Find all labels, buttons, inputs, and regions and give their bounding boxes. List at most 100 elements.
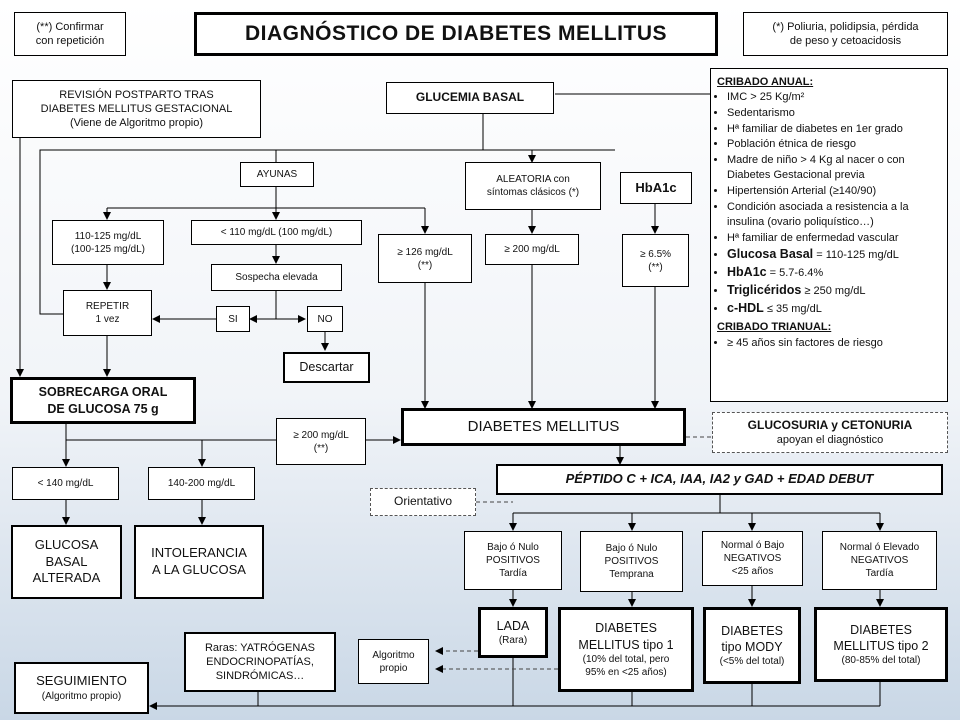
- lt-110-label: < 110 mg/dL (100 mg/dL): [220, 227, 333, 238]
- postpartum-box: REVISIÓN POSTPARTO TRAS DIABETES MELLITU…: [12, 80, 261, 138]
- seguimiento-box: SEGUIMIENTO (Algoritmo propio): [14, 662, 149, 714]
- cribado-strong-item: HbA1c = 5.7-6.4%: [727, 264, 941, 282]
- ge-200-box: ≥ 200 mg/dL: [485, 234, 579, 265]
- cribado-strong-value: ≥ 250 mg/dL: [804, 284, 866, 297]
- ayunas-box: AYUNAS: [240, 162, 314, 187]
- ge-200-label: ≥ 200 mg/dL: [504, 244, 560, 255]
- tipo2-line-2: MELLITUS tipo 2: [833, 639, 929, 653]
- note-sintomas-line-1: (*) Poliuria, polidipsia, pérdida: [772, 20, 919, 33]
- ge-200-conf-line-1: ≥ 200 mg/dL: [293, 429, 349, 441]
- note-sintomas-line-2: de peso y cetoacidosis: [789, 35, 902, 47]
- page-title: DIAGNÓSTICO DE DIABETES MELLITUS: [194, 12, 718, 56]
- cribado-item: ≥ 45 años sin factores de riesgo: [727, 336, 883, 352]
- no-label: NO: [317, 313, 333, 325]
- note-confirmar-line-1: (**) Confirmar: [36, 20, 104, 33]
- raras-box: Raras: YATRÓGENAS ENDOCRINOPATÍAS, SINDR…: [184, 632, 336, 692]
- diabetes-mellitus-label: DIABETES MELLITUS: [467, 418, 620, 436]
- note-confirmar-line-2: con repetición: [35, 35, 105, 47]
- si-box: SI: [216, 306, 250, 332]
- category-tipo2-line-1: Normal ó Elevado: [839, 542, 920, 553]
- peptido-label: PÉPTIDO C + ICA, IAA, IA2 y GAD + EDAD D…: [565, 471, 874, 487]
- repetir-box: REPETIR 1 vez: [63, 290, 152, 336]
- category-tipo1: Bajo ó Nulo POSITIVOS Temprana: [580, 531, 683, 592]
- lada-box: LADA (Rara): [478, 607, 548, 658]
- cribado-item: Condición asociada a resistencia a la in…: [727, 200, 941, 231]
- intolerancia-box: INTOLERANCIA A LA GLUCOSA: [134, 525, 264, 599]
- category-tipo2-line-2: NEGATIVOS: [850, 555, 909, 566]
- cribado-strong-item: c-HDL ≤ 35 mg/dL: [727, 300, 941, 318]
- glucosa-alterada-line-3: ALTERADA: [32, 570, 101, 586]
- glucemia-basal-label: GLUCEMIA BASAL: [415, 90, 525, 105]
- page-title-text: DIAGNÓSTICO DE DIABETES MELLITUS: [244, 22, 667, 46]
- repetir-line-2: 1 vez: [95, 314, 120, 325]
- category-mody-line-3: <25 años: [731, 566, 774, 577]
- category-lada: Bajo ó Nulo POSITIVOS Tardía: [464, 531, 562, 590]
- ge-200-conf-line-2: (**): [313, 442, 329, 454]
- hba1c-box: HbA1c: [620, 172, 692, 204]
- cribado-trianual-title: CRIBADO TRIANUAL:: [717, 321, 832, 334]
- ge-6-5-box: ≥ 6.5% (**): [622, 234, 689, 287]
- cribado-item: Hipertensión Arterial (≥140/90): [727, 184, 941, 200]
- range-140-200-label: 140-200 mg/dL: [167, 478, 236, 489]
- cribado-strong-item: Glucosa Basal = 110-125 mg/dL: [727, 246, 941, 264]
- mody-line-1: DIABETES: [721, 623, 783, 638]
- tipo1-box: DIABETES MELLITUS tipo 1 (10% del total,…: [558, 607, 694, 692]
- glucosa-alterada-box: GLUCOSA BASAL ALTERADA: [11, 525, 122, 599]
- ge-6-5-line-2: (**): [648, 261, 663, 273]
- lt-140-label: < 140 mg/dL: [37, 478, 94, 489]
- algoritmo-box: Algoritmo propio: [358, 639, 429, 684]
- category-mody-line-1: Normal ó Bajo: [720, 540, 785, 551]
- postpartum-line-2: DIABETES MELLITUS GESTACIONAL: [40, 102, 233, 115]
- ge-126-line-1: ≥ 126 mg/dL: [397, 246, 453, 258]
- no-box: NO: [307, 306, 343, 332]
- mody-line-3: (<5% del total): [719, 656, 785, 668]
- range-110-125-line-1: 110-125 mg/dL: [74, 230, 142, 242]
- seguimiento-line-1: SEGUIMIENTO: [36, 673, 127, 689]
- cribado-strong-value: = 5.7-6.4%: [769, 267, 824, 280]
- sobrecarga-line-1: SOBRECARGA ORAL: [38, 385, 168, 400]
- cribado-box: CRIBADO ANUAL: IMC > 25 Kg/m² Sedentaris…: [710, 68, 948, 402]
- peptido-box: PÉPTIDO C + ICA, IAA, IA2 y GAD + EDAD D…: [496, 464, 943, 495]
- sobrecarga-box: SOBRECARGA ORAL DE GLUCOSA 75 g: [10, 377, 196, 424]
- aleatoria-box: ALEATORIA con síntomas clásicos (*): [465, 162, 601, 210]
- tipo1-line-1: DIABETES: [595, 621, 657, 636]
- descartar-label: Descartar: [299, 360, 354, 375]
- cribado-trianual-list: ≥ 45 años sin factores de riesgo: [717, 336, 883, 352]
- intolerancia-line-1: INTOLERANCIA: [151, 545, 247, 561]
- category-mody: Normal ó Bajo NEGATIVOS <25 años: [702, 531, 803, 586]
- cribado-item: Población étnica de riesgo: [727, 137, 941, 153]
- si-label: SI: [228, 313, 238, 325]
- sobrecarga-line-2: DE GLUCOSA 75 g: [47, 401, 159, 416]
- aleatoria-line-2: síntomas clásicos (*): [486, 187, 580, 198]
- glucosuria-box: GLUCOSURIA y CETONURIA apoyan el diagnós…: [712, 412, 948, 453]
- category-lada-line-3: Tardía: [499, 568, 527, 579]
- repetir-line-1: REPETIR: [85, 301, 130, 312]
- sospecha-box: Sospecha elevada: [211, 264, 342, 291]
- lada-note: (Rara): [498, 635, 528, 647]
- lada-label: LADA: [496, 618, 530, 633]
- seguimiento-line-2: (Algoritmo propio): [41, 690, 122, 702]
- range-110-125-line-2: (100-125 mg/dL): [71, 243, 145, 255]
- cribado-strong-label: Glucosa Basal: [727, 247, 814, 262]
- tipo1-line-4: 95% en <25 años): [585, 666, 667, 678]
- category-tipo1-line-2: POSITIVOS: [604, 556, 659, 567]
- glucosa-alterada-line-1: GLUCOSA: [34, 536, 99, 552]
- cribado-strong-value: = 110-125 mg/dL: [816, 249, 899, 262]
- glucosuria-note: apoyan el diagnóstico: [776, 434, 884, 447]
- category-tipo1-line-3: Temprana: [609, 569, 654, 580]
- glucemia-basal-box: GLUCEMIA BASAL: [386, 82, 554, 114]
- sospecha-label: Sospecha elevada: [235, 272, 318, 283]
- cribado-item: Hª familiar de enfermedad vascular: [727, 231, 941, 247]
- cribado-item: Madre de niño > 4 Kg al nacer o con Diab…: [727, 153, 941, 184]
- lt-110-box: < 110 mg/dL (100 mg/dL): [191, 220, 362, 245]
- intolerancia-line-2: A LA GLUCOSA: [152, 562, 246, 577]
- category-tipo2-line-3: Tardía: [865, 568, 894, 579]
- tipo1-line-3: (10% del total, pero: [582, 653, 670, 665]
- tipo2-line-1: DIABETES: [850, 622, 912, 637]
- algoritmo-line-1: Algoritmo: [372, 649, 415, 661]
- raras-line-1: Raras: YATRÓGENAS: [204, 641, 316, 654]
- category-lada-line-1: Bajo ó Nulo: [487, 542, 539, 553]
- note-sintomas: (*) Poliuria, polidipsia, pérdida de pes…: [743, 12, 948, 56]
- descartar-box: Descartar: [283, 352, 370, 383]
- mody-box: DIABETES tipo MODY (<5% del total): [703, 607, 801, 684]
